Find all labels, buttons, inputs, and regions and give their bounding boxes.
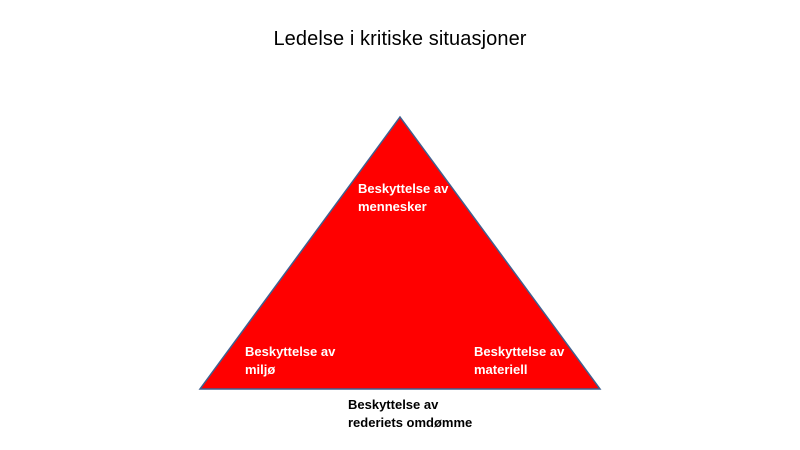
label-protect-people-line1: Beskyttelse av [358, 181, 449, 196]
label-protect-environment-line1: Beskyttelse av [245, 344, 336, 359]
label-protect-reputation-line2: rederiets omdømme [348, 415, 473, 430]
label-protect-material-line1: Beskyttelse av [474, 344, 565, 359]
label-protect-environment-line2: miljø [245, 362, 276, 377]
label-protect-material: Beskyttelse av materiell [474, 343, 564, 379]
triangle-shape [198, 115, 602, 390]
label-protect-people: Beskyttelse av mennesker [358, 180, 448, 216]
slide-title: Ledelse i kritiske situasjoner [273, 28, 527, 50]
label-protect-reputation: Beskyttelse av rederiets omdømme [348, 396, 472, 432]
label-protect-people-line2: mennesker [358, 199, 427, 214]
label-protect-material-line2: materiell [474, 362, 528, 377]
label-protect-reputation-line1: Beskyttelse av [348, 397, 439, 412]
label-protect-environment: Beskyttelse av miljø [245, 343, 335, 379]
